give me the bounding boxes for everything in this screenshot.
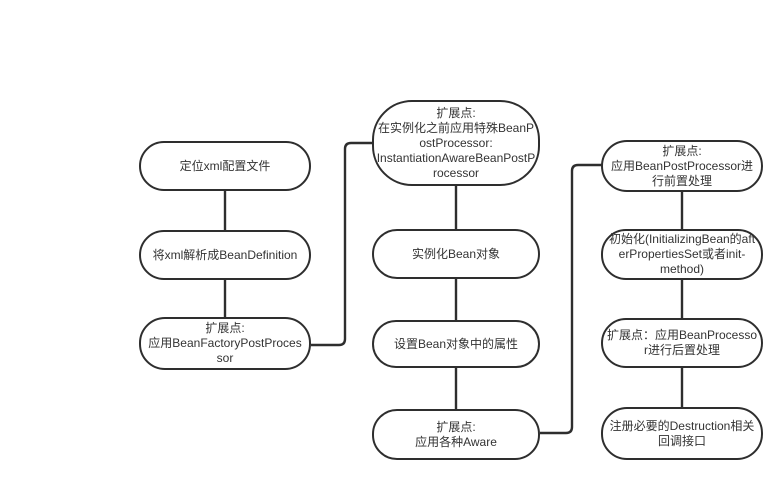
connector-bfpp-to-instantiation-aware xyxy=(311,141,373,347)
node-destruction-callbacks: 注册必要的Destruction相关 回调接口 xyxy=(601,407,763,460)
node-post-process-after: 扩展点：应用BeanProcesso r进行后置处理 xyxy=(601,318,763,368)
node-set-properties: 设置Bean对象中的属性 xyxy=(372,320,540,368)
node-set-properties-label: 设置Bean对象中的属性 xyxy=(393,336,519,351)
node-initialize-label: 初始化(InitializingBean的aft erPropertiesSet… xyxy=(608,232,756,276)
node-apply-aware-label: 扩展点: 应用各种Aware xyxy=(415,419,497,449)
node-instantiation-aware-bean-post-processor: 扩展点: 在实例化之前应用特殊BeanP ostProcessor: Insta… xyxy=(372,100,540,186)
node-destruction-callbacks-label: 注册必要的Destruction相关 回调接口 xyxy=(609,418,755,448)
connector-aware-to-before-processing xyxy=(540,163,602,435)
node-instantiation-aware-bean-post-processor-label: 扩展点: 在实例化之前应用特殊BeanP ostProcessor: Insta… xyxy=(376,105,536,180)
node-locate-xml-label: 定位xml配置文件 xyxy=(179,158,271,173)
node-locate-xml: 定位xml配置文件 xyxy=(139,141,311,191)
node-post-process-before-label: 扩展点: 应用BeanPostProcessor进 行前置处理 xyxy=(610,143,754,188)
node-instantiate-bean-label: 实例化Bean对象 xyxy=(411,246,501,261)
node-instantiate-bean: 实例化Bean对象 xyxy=(372,229,540,279)
node-post-process-after-label: 扩展点：应用BeanProcesso r进行后置处理 xyxy=(606,328,758,357)
node-bean-factory-post-processor: 扩展点: 应用BeanFactoryPostProces sor xyxy=(139,317,311,370)
node-post-process-before: 扩展点: 应用BeanPostProcessor进 行前置处理 xyxy=(601,140,763,192)
node-bean-factory-post-processor-label: 扩展点: 应用BeanFactoryPostProces sor xyxy=(148,321,302,365)
node-apply-aware: 扩展点: 应用各种Aware xyxy=(372,409,540,460)
node-initialize: 初始化(InitializingBean的aft erPropertiesSet… xyxy=(601,229,763,280)
node-parse-xml: 将xml解析成BeanDefinition xyxy=(139,230,311,280)
node-parse-xml-label: 将xml解析成BeanDefinition xyxy=(152,247,298,262)
